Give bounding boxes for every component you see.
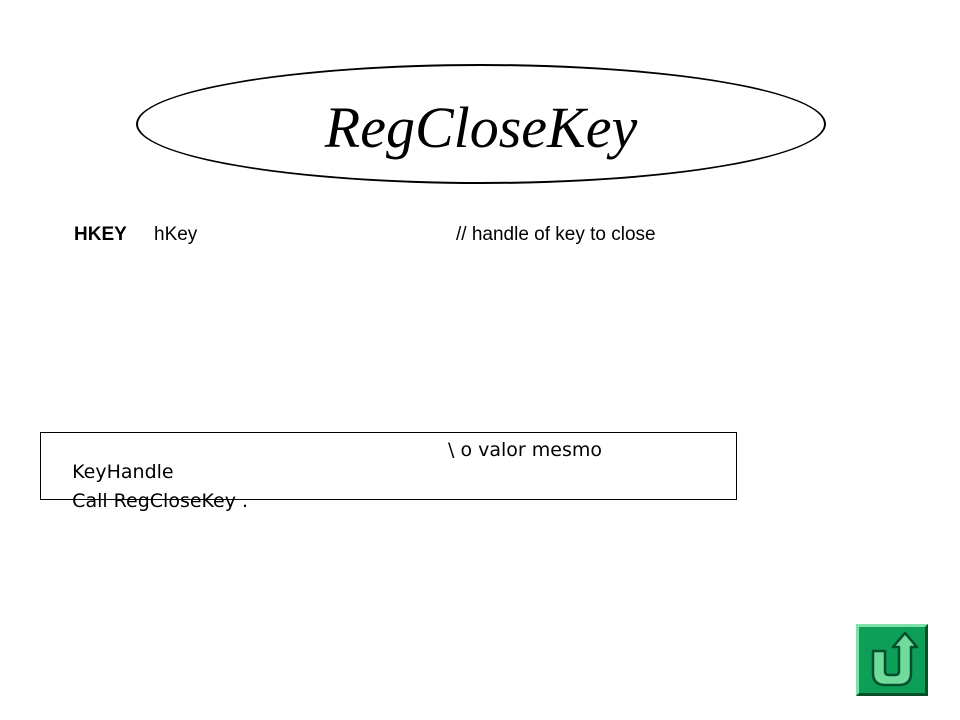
slide-title: RegCloseKey — [324, 95, 638, 160]
title-ellipse: RegCloseKey — [136, 64, 826, 184]
param-comment: // handle of key to close — [456, 224, 656, 245]
code-example-box: KeyHandle \ o valor mesmo Call RegCloseK… — [40, 432, 737, 512]
code-line-2: Call RegCloseKey . — [48, 468, 248, 512]
u-turn-arrow-icon — [871, 631, 919, 687]
code-line-1-text: KeyHandle — [72, 461, 174, 483]
param-type: HKEY — [74, 224, 127, 245]
code-line-1-comment: \ o valor mesmo — [448, 439, 602, 461]
code-line-1: KeyHandle \ o valor mesmo — [48, 439, 602, 483]
param-name: hKey — [154, 224, 198, 245]
return-button[interactable] — [856, 624, 928, 696]
code-line-2-text: Call RegCloseKey . — [72, 490, 249, 512]
function-signature: HKEY hKey // handle of key to close — [0, 224, 960, 248]
